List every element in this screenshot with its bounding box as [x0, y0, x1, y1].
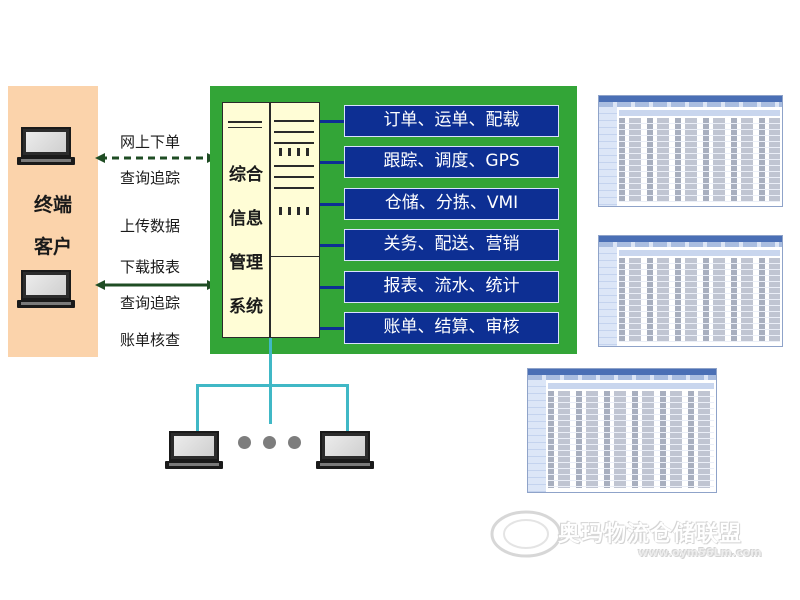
- network-trunk-line: [269, 338, 272, 386]
- rack-slot-icon: [274, 120, 314, 122]
- network-bus-line: [196, 384, 349, 387]
- rack-led-icon: [297, 207, 300, 215]
- function-connector: [320, 161, 344, 164]
- server-rack-left-icon: [222, 102, 270, 338]
- rack-led-icon: [306, 148, 309, 156]
- system-title-1: 综合: [229, 165, 263, 185]
- watermark: 奥玛物流仓储联盟 www.oym56Lm.com: [488, 500, 788, 570]
- function-connector: [320, 327, 344, 330]
- network-drop-right: [346, 384, 349, 432]
- function-box-warehousing: 仓储、分拣、VMI: [344, 188, 559, 220]
- arrow-label-top-1: 网上下单: [120, 133, 181, 151]
- function-box-customs: 关务、配送、营销: [344, 229, 559, 261]
- rack-slot-icon: [274, 131, 314, 133]
- function-box-billing: 账单、结算、审核: [344, 312, 559, 344]
- function-box-reports: 报表、流水、统计: [344, 271, 559, 303]
- function-box-tracking: 跟踪、调度、GPS: [344, 146, 559, 178]
- network-drop-middle: [269, 384, 272, 424]
- rack-led-icon: [306, 207, 309, 215]
- watermark-url: www.oym56Lm.com: [638, 546, 762, 559]
- rack-divider: [271, 256, 319, 257]
- software-screenshot-thumbnail-1: [598, 95, 783, 207]
- arrow-label-bottom-1: 上传数据: [120, 217, 181, 235]
- arrow-label-bottom-3: 查询追踪: [120, 294, 181, 312]
- client-title-line2: 客户: [33, 236, 72, 258]
- function-connector: [320, 286, 344, 289]
- rack-led-icon: [288, 207, 291, 215]
- server-rack-right-icon: [270, 102, 320, 338]
- arrow-label-top-2: 查询追踪: [120, 169, 181, 187]
- rack-slot-icon: [228, 121, 262, 123]
- rack-led-icon: [288, 148, 291, 156]
- watermark-brand: 奥玛物流仓储联盟: [558, 522, 743, 547]
- ellipsis-dot-icon: [288, 436, 301, 449]
- system-title-4: 系统: [229, 297, 263, 317]
- network-drop-left: [196, 384, 199, 432]
- rack-slot-icon: [274, 176, 314, 178]
- function-box-orders: 订单、运单、配载: [344, 105, 559, 137]
- rack-led-icon: [279, 148, 282, 156]
- watermark-logo-icon: [490, 510, 562, 558]
- ellipsis-dot-icon: [238, 436, 251, 449]
- software-screenshot-thumbnail-3: [527, 368, 717, 493]
- function-connector: [320, 203, 344, 206]
- client-title-line1: 终端: [33, 194, 72, 216]
- rack-led-icon: [279, 207, 282, 215]
- arrow-label-bottom-4: 账单核查: [120, 331, 181, 349]
- rack-slot-icon: [274, 165, 314, 167]
- function-connector: [320, 120, 344, 123]
- ellipsis-dot-icon: [263, 436, 276, 449]
- rack-slot-icon: [228, 127, 262, 128]
- arrow-label-bottom-2: 下载报表: [120, 258, 181, 276]
- rack-led-icon: [297, 148, 300, 156]
- system-title-2: 信息: [229, 209, 263, 229]
- function-connector: [320, 244, 344, 247]
- system-title-3: 管理: [229, 253, 263, 273]
- rack-slot-icon: [274, 187, 314, 189]
- software-screenshot-thumbnail-2: [598, 235, 783, 347]
- rack-slot-icon: [274, 142, 314, 144]
